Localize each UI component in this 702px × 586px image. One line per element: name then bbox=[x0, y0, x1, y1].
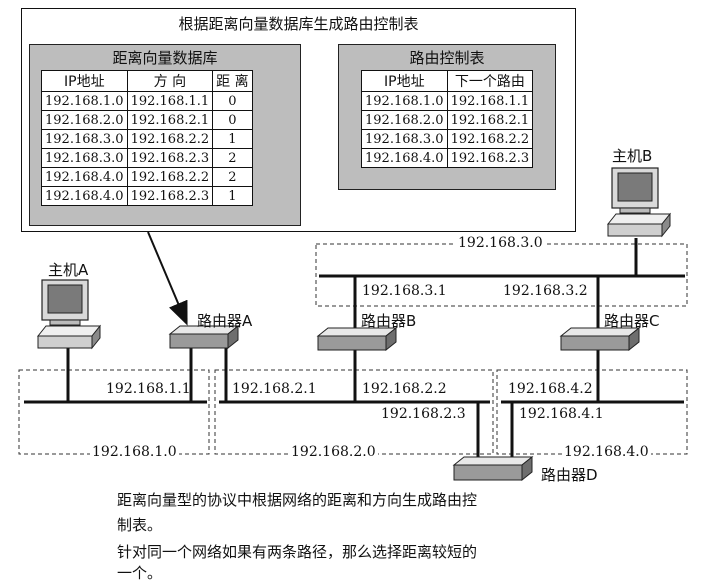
cell: 192.168.2.3 bbox=[126, 186, 214, 206]
cell: 192.168.1.0 bbox=[361, 91, 448, 111]
cell: 0 bbox=[212, 91, 253, 111]
host-b-computer-icon bbox=[606, 167, 672, 238]
routing-table: IP地址 下一个路由 192.168.1.0 192.168.1.1 192.1… bbox=[361, 70, 534, 168]
cell: 192.168.2.3 bbox=[446, 148, 534, 168]
rb-net2-ip: 192.168.2.2 bbox=[362, 381, 447, 397]
col-header: IP地址 bbox=[361, 70, 448, 92]
table-row: 192.168.4.0 192.168.2.3 1 bbox=[41, 186, 253, 206]
router-d-label: 路由器D bbox=[541, 466, 598, 484]
table-row: 192.168.2.0 192.168.2.1 bbox=[361, 110, 534, 130]
table-row: 192.168.4.0 192.168.2.3 bbox=[361, 148, 534, 168]
router-c-icon bbox=[559, 326, 641, 352]
table-row: 192.168.4.0 192.168.2.2 2 bbox=[41, 167, 253, 187]
router-d-icon bbox=[452, 455, 534, 482]
pointer-arrow bbox=[147, 231, 188, 326]
host-b-label: 主机B bbox=[612, 147, 653, 165]
ra-net1-ip: 192.168.1.1 bbox=[106, 381, 191, 397]
cell: 192.168.2.2 bbox=[446, 129, 534, 149]
router-b-icon bbox=[316, 326, 398, 352]
table-row: 192.168.2.0 192.168.2.1 0 bbox=[41, 110, 253, 130]
cell: 192.168.3.0 bbox=[41, 129, 128, 149]
cell: 1 bbox=[212, 186, 253, 206]
cell: 192.168.2.1 bbox=[126, 110, 214, 130]
rd-net2-ip: 192.168.2.3 bbox=[381, 406, 466, 422]
net1-zone bbox=[18, 369, 210, 455]
note-line-2: 制表。 bbox=[117, 516, 163, 534]
cell: 192.168.2.3 bbox=[126, 148, 214, 168]
distance-vector-db-box: 距离向量数据库 IP地址 方 向 距 离 192.168.1.0 192.168… bbox=[29, 44, 301, 226]
net4-label: 192.168.4.0 bbox=[562, 444, 651, 460]
table-header-row: IP地址 下一个路由 bbox=[361, 70, 534, 92]
net2-label: 192.168.2.0 bbox=[289, 444, 378, 460]
rt-caption: 路由控制表 bbox=[409, 49, 485, 67]
cell: 192.168.2.1 bbox=[446, 110, 534, 130]
table-row: 192.168.1.0 192.168.1.1 0 bbox=[41, 91, 253, 111]
host-a-label: 主机A bbox=[48, 261, 89, 279]
cell: 192.168.2.0 bbox=[361, 110, 448, 130]
cell: 192.168.4.0 bbox=[41, 167, 128, 187]
cell: 1 bbox=[212, 129, 253, 149]
table-header-row: IP地址 方 向 距 离 bbox=[41, 70, 253, 92]
table-row: 192.168.3.0 192.168.2.3 2 bbox=[41, 148, 253, 168]
cell: 192.168.1.0 bbox=[41, 91, 128, 111]
col-header: 距 离 bbox=[212, 70, 253, 92]
cell: 192.168.4.0 bbox=[361, 148, 448, 168]
col-header: 方 向 bbox=[126, 70, 214, 92]
db-caption: 距离向量数据库 bbox=[112, 49, 218, 67]
cell: 2 bbox=[212, 148, 253, 168]
net4-zone bbox=[496, 369, 688, 455]
host-a-computer-icon bbox=[36, 279, 102, 350]
col-header: IP地址 bbox=[41, 70, 128, 92]
table-row: 192.168.3.0 192.168.2.2 bbox=[361, 129, 534, 149]
net1-label: 192.168.1.0 bbox=[90, 444, 179, 460]
note-line-1: 距离向量型的协议中根据网络的距离和方向生成路由控 bbox=[117, 491, 478, 509]
rd-net4-ip: 192.168.4.1 bbox=[519, 406, 604, 422]
cell: 2 bbox=[212, 167, 253, 187]
note-line-3: 针对同一个网络如果有两条路径，那么选择距离较短的 bbox=[117, 543, 478, 561]
router-a-label: 路由器A bbox=[197, 312, 253, 330]
cell: 192.168.1.1 bbox=[446, 91, 534, 111]
distance-vector-table: IP地址 方 向 距 离 192.168.1.0 192.168.1.1 0 1… bbox=[41, 70, 253, 206]
cell: 192.168.3.0 bbox=[361, 129, 448, 149]
router-c-label: 路由器C bbox=[604, 312, 660, 330]
routing-table-box: 路由控制表 IP地址 下一个路由 192.168.1.0 192.168.1.1… bbox=[338, 44, 556, 190]
router-a-icon bbox=[168, 324, 240, 350]
router-b-label: 路由器B bbox=[361, 312, 417, 330]
table-row: 192.168.1.0 192.168.1.1 bbox=[361, 91, 534, 111]
ra-net2-ip: 192.168.2.1 bbox=[232, 381, 317, 397]
cell: 192.168.2.0 bbox=[41, 110, 128, 130]
cell: 192.168.2.2 bbox=[126, 167, 214, 187]
cell: 192.168.1.1 bbox=[126, 91, 214, 111]
cell: 192.168.4.0 bbox=[41, 186, 128, 206]
rb-net3-ip: 192.168.3.1 bbox=[362, 283, 447, 299]
cell: 192.168.2.2 bbox=[126, 129, 214, 149]
net3-label: 192.168.3.0 bbox=[456, 235, 545, 251]
cell: 192.168.3.0 bbox=[41, 148, 128, 168]
note-line-4: 一个。 bbox=[117, 564, 163, 582]
panel-title: 根据距离向量数据库生成路由控制表 bbox=[178, 15, 419, 33]
rc-net3-ip: 192.168.3.2 bbox=[503, 283, 588, 299]
rc-net4-ip: 192.168.4.2 bbox=[508, 381, 593, 397]
col-header: 下一个路由 bbox=[446, 70, 534, 92]
table-row: 192.168.3.0 192.168.2.2 1 bbox=[41, 129, 253, 149]
cell: 0 bbox=[212, 110, 253, 130]
